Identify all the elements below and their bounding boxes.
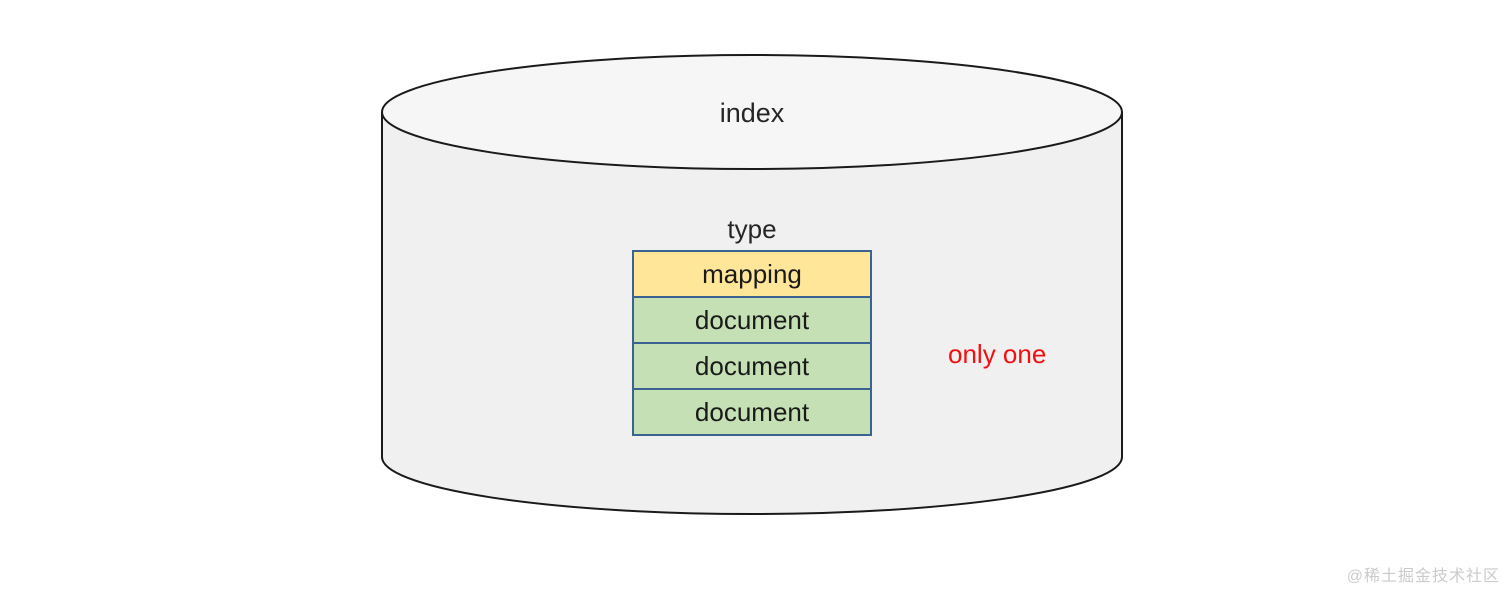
type-label: type — [727, 214, 777, 244]
only-one-annotation: only one — [948, 339, 1047, 369]
document-box-label: document — [694, 396, 810, 427]
type-box-stack: mapping document document document — [632, 250, 872, 436]
document-box-label: document — [694, 350, 810, 381]
watermark: @稀土掘金技术社区 — [1346, 568, 1500, 585]
document-box: document — [632, 296, 872, 344]
mapping-box-label: mapping — [702, 258, 802, 289]
document-box-label: document — [694, 304, 810, 335]
index-label: index — [719, 98, 785, 128]
cylinder-top-ellipse — [381, 54, 1123, 170]
document-box: document — [632, 342, 872, 390]
document-box: document — [632, 388, 872, 436]
mapping-box: mapping — [632, 250, 872, 298]
